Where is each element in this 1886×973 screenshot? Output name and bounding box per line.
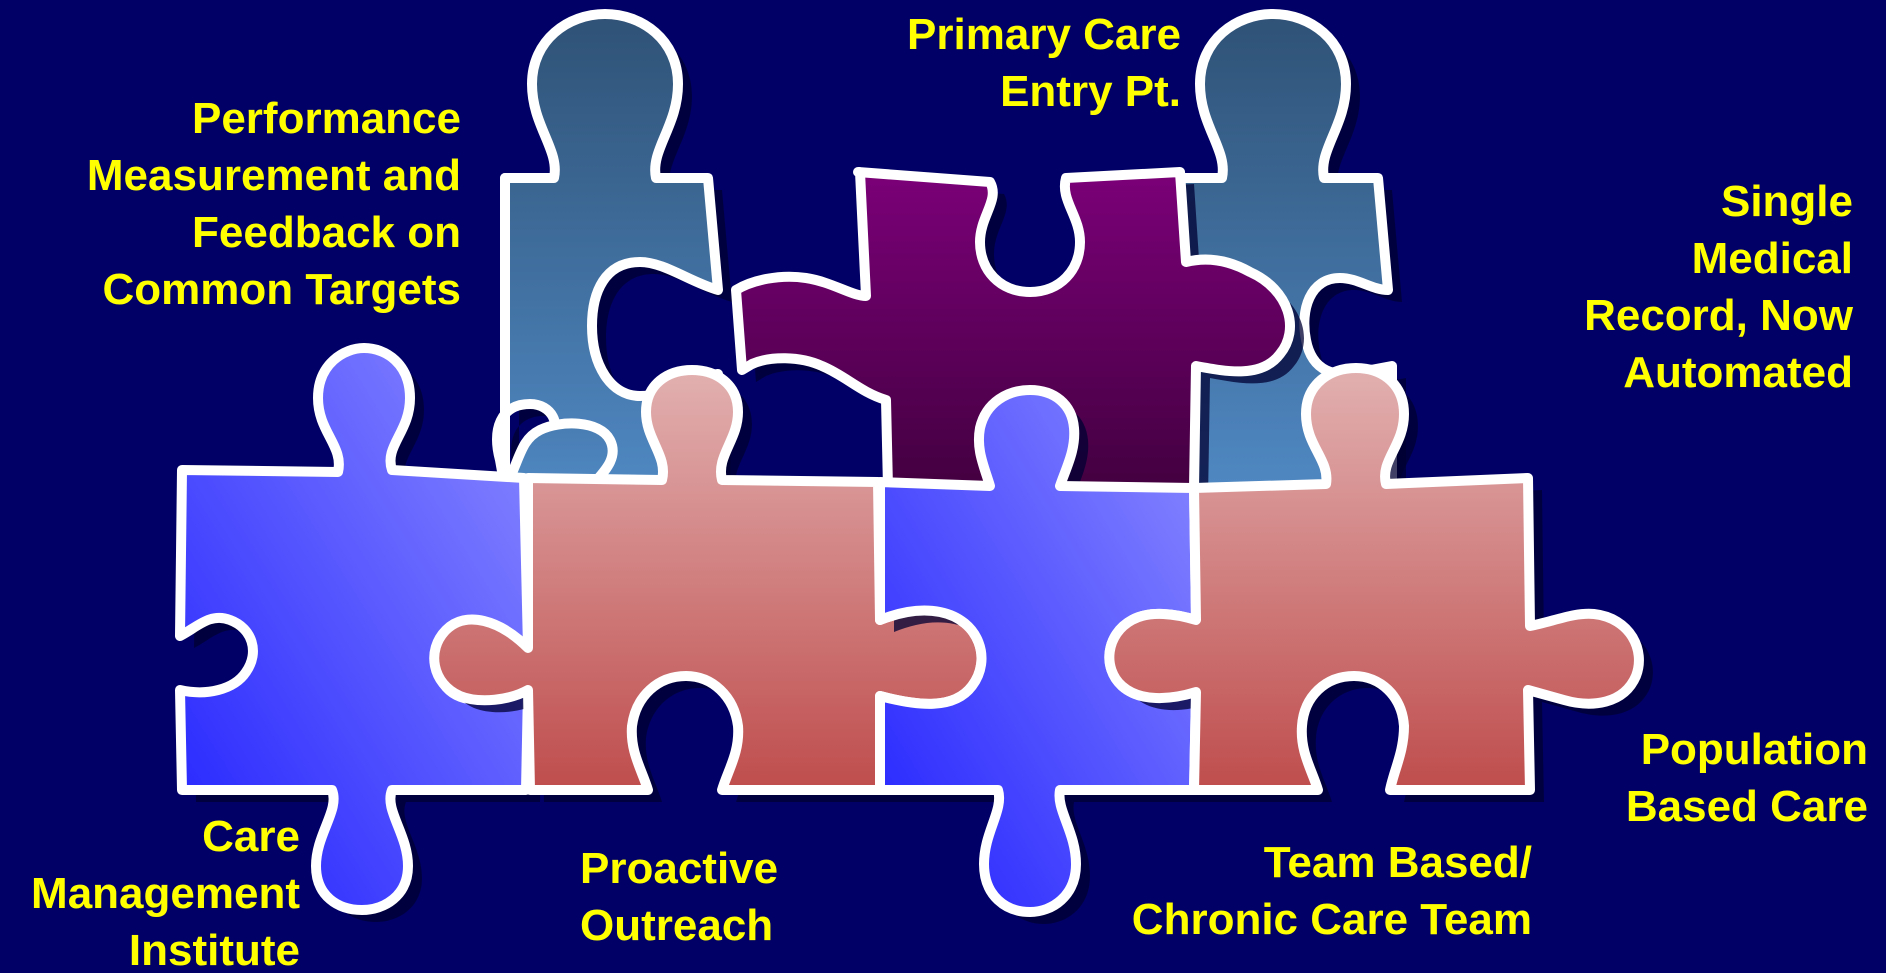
puzzle-piece-slate-left [492,9,732,500]
label-line: Care [202,812,300,861]
label-performance-measurement: Performance Measurement and Feedback on … [87,90,461,318]
puzzle-piece-rose-left [429,365,996,802]
label-line: Entry Pt. [1000,67,1181,116]
puzzle-piece-rose-right [1104,363,1653,802]
label-single-medical-record: Single Medical Record, Now Automated [1584,173,1853,401]
label-line: Measurement and [86,151,461,200]
label-care-management-institute: Care Management Institute [31,808,300,973]
label-line: Performance [191,94,461,143]
label-line: Record, Now [1584,291,1853,340]
puzzle-piece-blue-center [875,385,1210,924]
label-line: Feedback on [192,208,461,257]
label-line: Outreach [580,901,774,950]
label-line: Management [31,869,300,918]
label-line: Based Care [1625,782,1868,831]
label-line: Medical [1691,234,1853,283]
label-line: Single [1720,177,1853,226]
puzzle-piece-blue-left [175,343,542,922]
label-line: Primary Care [907,10,1181,59]
label-line: Automated [1623,348,1853,397]
label-primary-care: Primary Care Entry Pt. [907,6,1181,120]
label-line: Institute [128,926,300,973]
label-line: Team Based/ [1263,838,1532,887]
label-line: Common Targets [102,265,461,314]
label-population-based-care: Population Based Care [1626,721,1868,835]
label-line: Chronic Care Team [1131,895,1532,944]
label-proactive-outreach: Proactive Outreach [580,840,778,954]
label-line: Proactive [580,844,779,893]
puzzle-piece-purple [731,167,1304,500]
label-team-based: Team Based/ Chronic Care Team [1132,834,1532,948]
label-line: Population [1640,725,1868,774]
